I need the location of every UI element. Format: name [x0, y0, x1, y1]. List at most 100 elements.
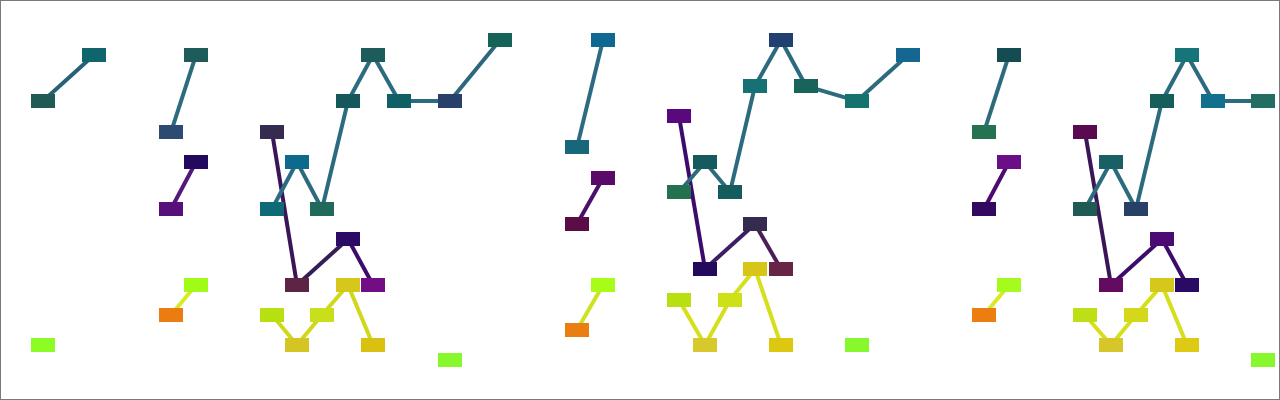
panel-3-node-8: [1099, 155, 1123, 169]
panel-2-node-8: [693, 155, 717, 169]
panel-2-node-11: [743, 79, 767, 93]
edge-layer: [41, 38, 1265, 347]
panel-2-node-12: [769, 33, 793, 47]
panel-2-node-14: [845, 94, 869, 108]
panel-1-node-12: [260, 202, 284, 216]
panel-1-edge-14: [448, 38, 502, 103]
panel-2-edge-1: [575, 38, 605, 149]
panel-3-node-4: [972, 202, 996, 216]
panel-1-node-21: [361, 278, 385, 292]
panel-3-edge-6: [1160, 237, 1189, 287]
panel-2-edge-4: [677, 114, 707, 271]
panel-1-edge-5: [270, 130, 299, 287]
panel-3-edge-7: [1083, 160, 1113, 211]
panel-3-node-13: [1201, 94, 1225, 108]
panel-3-node-10: [1124, 202, 1148, 216]
panel-2-edge-9: [728, 84, 757, 194]
node-layer: [31, 33, 1275, 367]
panel-1-node-19: [285, 278, 309, 292]
panel-2-node-15: [896, 48, 920, 62]
panel-1-edge-6: [295, 237, 350, 287]
panel-2-edge-2: [575, 176, 605, 226]
panel-1-node-11: [285, 155, 309, 169]
panel-1-node-6: [159, 202, 183, 216]
panel-1-node-23: [285, 338, 309, 352]
panel-3-edge-8: [1109, 160, 1138, 211]
panel-1-node-7: [184, 278, 208, 292]
panel-2-node-2: [565, 140, 589, 154]
panel-2-node-6: [565, 323, 589, 337]
panel-1-node-20: [336, 232, 360, 246]
panel-1-node-16: [387, 94, 411, 108]
panel-2-edge-11: [779, 38, 808, 88]
panel-2-node-18: [769, 262, 793, 276]
panel-1-node-24: [310, 308, 334, 322]
panel-2-node-5: [591, 278, 615, 292]
panel-1-edge-3: [169, 160, 198, 211]
panel-3-edge-2: [982, 160, 1011, 211]
panel-1-node-22: [260, 308, 284, 322]
panel-1-node-13: [310, 202, 334, 216]
panel-3-edge-5: [1109, 237, 1164, 287]
panel-2-node-13: [794, 79, 818, 93]
panel-1-node-17: [438, 94, 462, 108]
panel-2-edge-10: [753, 38, 783, 88]
panel-2-node-3: [591, 171, 615, 185]
panel-3-node-20: [1124, 308, 1148, 322]
panel-1-edge-7: [346, 237, 375, 287]
panel-2-node-24: [845, 338, 869, 352]
panel-3-node-7: [1073, 125, 1097, 139]
panel-3-edge-16: [1160, 283, 1189, 347]
panel-3-node-19: [1099, 338, 1123, 352]
panel-3-node-21: [1150, 278, 1174, 292]
panel-3-edge-10: [1160, 53, 1189, 103]
panel-3-node-23: [1251, 353, 1275, 367]
panel-2-node-19: [667, 293, 691, 307]
panel-2-node-10: [718, 185, 742, 199]
panel-2-edge-17: [753, 267, 783, 347]
panel-2-edge-13: [855, 53, 910, 103]
panel-2-node-17: [743, 217, 767, 231]
panel-2-node-1: [591, 33, 615, 47]
panel-3-node-22: [1175, 338, 1199, 352]
panel-3-node-6: [972, 308, 996, 322]
panel-3-node-2: [972, 125, 996, 139]
panel-2-node-21: [718, 293, 742, 307]
panel-1-node-4: [159, 125, 183, 139]
panel-2-edge-6: [753, 222, 783, 271]
panel-1-edge-2: [169, 53, 198, 134]
panel-1-node-5: [184, 155, 208, 169]
panel-1-node-14: [336, 94, 360, 108]
panel-1-edge-8: [270, 160, 299, 211]
panel-3-node-3: [997, 155, 1021, 169]
panel-3-node-18: [1073, 308, 1097, 322]
panel-2-node-7: [667, 109, 691, 123]
panel-3-node-15: [1099, 278, 1123, 292]
panel-2-node-9: [667, 185, 691, 199]
panel-1-node-9: [31, 338, 55, 352]
panel-2-edge-14: [677, 298, 707, 347]
panel-1-node-10: [260, 125, 284, 139]
panel-3-edge-1: [982, 53, 1011, 134]
panel-3-edge-11: [1185, 53, 1215, 103]
panel-3-node-1: [997, 48, 1021, 62]
panel-1-node-25: [336, 278, 360, 292]
panel-3-node-16: [1150, 232, 1174, 246]
panel-3-node-5: [997, 278, 1021, 292]
panel-2-edge-5: [703, 222, 757, 271]
panel-1-node-2: [82, 48, 106, 62]
panel-1-node-8: [159, 308, 183, 322]
panel-2-edge-15: [703, 298, 732, 347]
panel-1-edge-1: [41, 53, 96, 103]
panel-1-edge-12: [371, 53, 401, 103]
panel-3-node-11: [1150, 94, 1174, 108]
panel-1-edge-10: [320, 99, 350, 211]
panel-1-edge-18: [346, 283, 375, 347]
panel-3-edge-9: [1134, 99, 1164, 211]
panel-1-node-15: [361, 48, 385, 62]
panel-3-node-17: [1175, 278, 1199, 292]
panel-3-node-14: [1251, 94, 1275, 108]
panel-2-node-16: [693, 262, 717, 276]
